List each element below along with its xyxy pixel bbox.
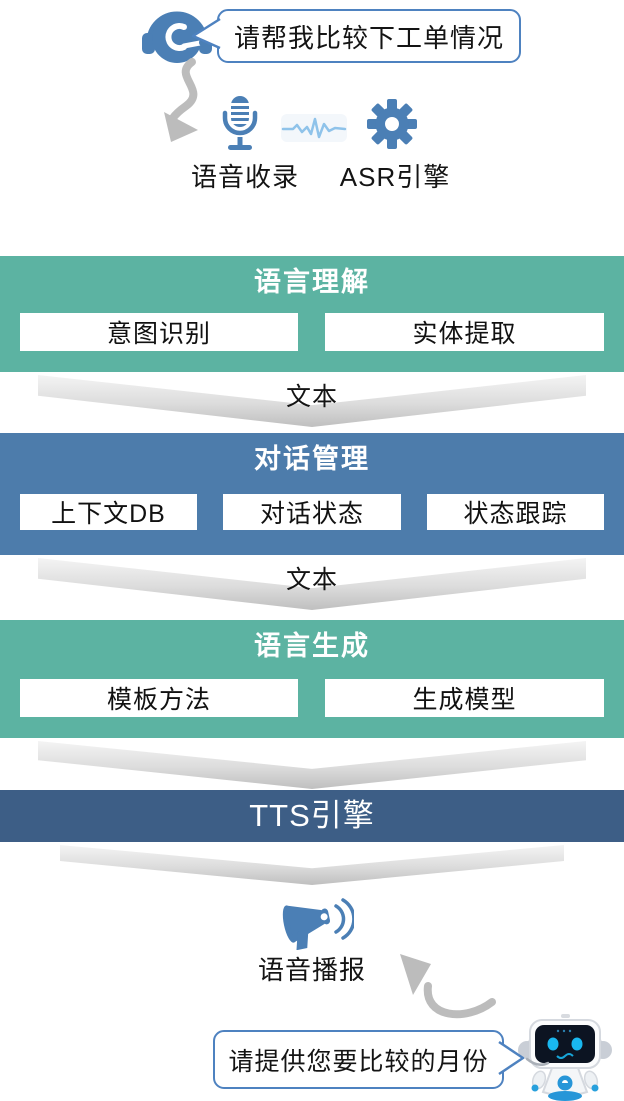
gear-icon: [367, 99, 417, 149]
stage-nlg: 语言生成 模板方法 生成模型: [0, 620, 624, 738]
stage-tts: TTS引擎: [0, 790, 624, 842]
nlg-item-template: 模板方法: [20, 679, 298, 717]
stage-nlg-title: 语言生成: [254, 631, 370, 661]
microphone-icon: [222, 96, 258, 150]
nlu-item-intent: 意图识别: [20, 313, 298, 351]
user-speech-bubble: 请帮我比较下工单情况: [217, 9, 521, 63]
nlg-item-gen-model: 生成模型: [325, 679, 604, 717]
dm-item-dialog-state: 对话状态: [223, 494, 401, 530]
stage-nlu-title: 语言理解: [254, 267, 370, 297]
stage-dm: 对话管理 上下文DB 对话状态 状态跟踪: [0, 433, 624, 555]
bot-speech-bubble: 请提供您要比较的月份: [213, 1030, 504, 1089]
flow-label-text-2: 文本: [285, 566, 338, 594]
waveform-icon: [281, 114, 347, 142]
bot-bubble-tail: [498, 1040, 525, 1076]
voice-record-label: 语音收录: [190, 162, 299, 192]
robot-icon: [518, 1014, 612, 1101]
dm-item-context-db: 上下文DB: [20, 494, 197, 530]
flow-label-text-1: 文本: [285, 383, 338, 411]
flow-arrow-tts-to-output: [60, 845, 564, 885]
stage-tts-title: TTS引擎: [249, 798, 375, 833]
curved-arrow-down-icon: [164, 58, 198, 142]
megaphone-icon: [282, 898, 354, 950]
bot-speech-text: 请提供您要比较的月份: [228, 1047, 489, 1076]
voice-broadcast-label: 语音播报: [257, 955, 366, 985]
flow-arrow-nlg-to-tts: [38, 741, 586, 789]
stage-dm-title: 对话管理: [254, 444, 370, 474]
dm-item-state-tracking: 状态跟踪: [427, 494, 604, 530]
curved-arrow-up-icon: [400, 954, 496, 1019]
nlu-item-entity: 实体提取: [325, 313, 604, 351]
stage-nlu: 语言理解 意图识别 实体提取: [0, 256, 624, 372]
user-bubble-tail: [191, 17, 221, 50]
asr-engine-label: ASR引擎: [339, 162, 451, 192]
user-speech-text: 请帮我比较下工单情况: [233, 22, 504, 53]
